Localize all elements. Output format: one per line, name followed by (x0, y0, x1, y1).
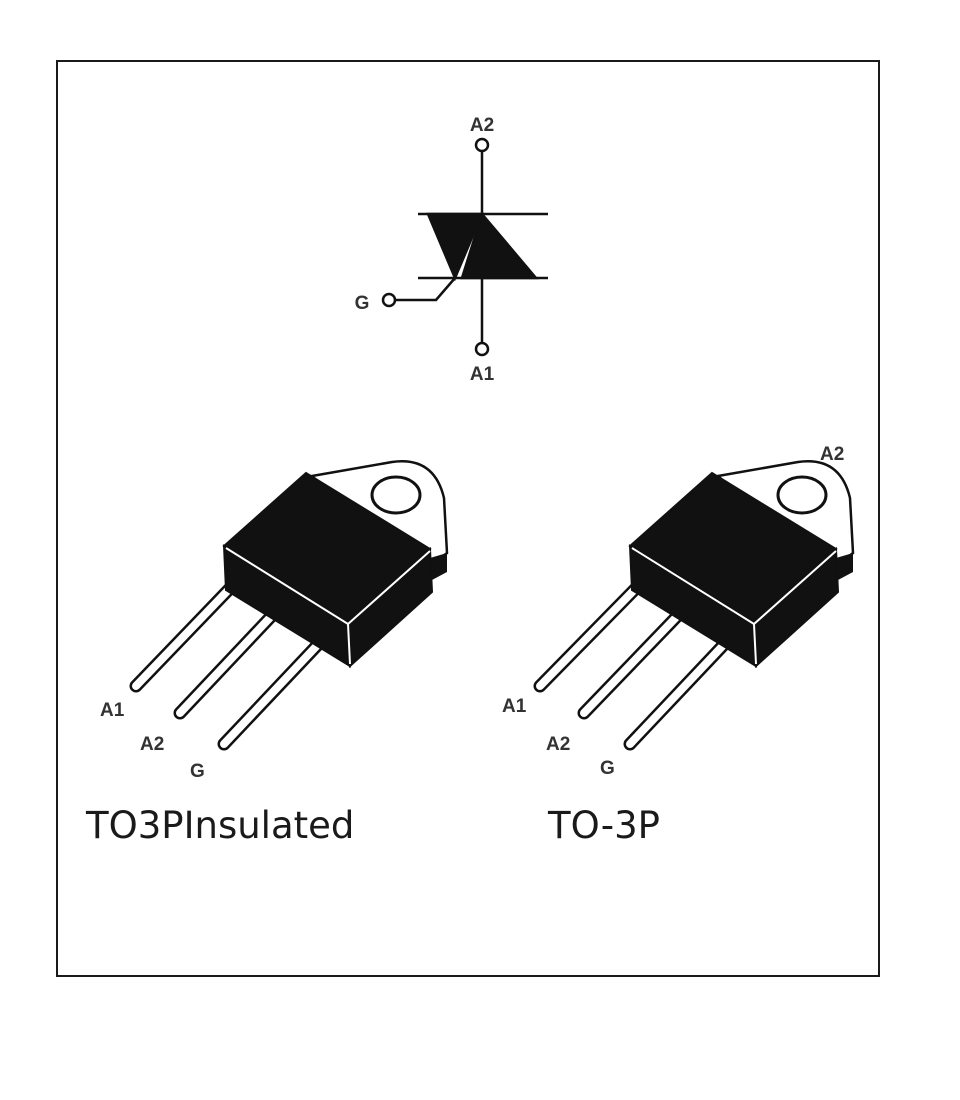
pkg2-pin-label-a1: A1 (502, 696, 527, 717)
symbol-label-a2: A2 (470, 115, 494, 136)
pkg2-pin-label-g: G (600, 758, 615, 779)
pkg1-pin-label-a1: A1 (100, 700, 125, 721)
gate-lead (395, 277, 456, 302)
pkg1-pin-label-a2: A2 (140, 734, 164, 755)
package-to-3p (533, 460, 855, 751)
triac-triangle-right (460, 211, 539, 280)
diagram-frame (56, 60, 880, 977)
package-to3p-insulated (129, 460, 449, 751)
mounting-hole (776, 475, 828, 515)
triac-symbol (381, 137, 548, 357)
package-name-to-3p: TO-3P (547, 804, 660, 847)
package-leads (533, 575, 739, 751)
pkg2-tab-label-a2: A2 (820, 444, 844, 465)
terminal-a2-pin (474, 137, 490, 153)
package-leads (129, 575, 333, 751)
mounting-hole (370, 475, 422, 515)
symbol-label-g: G (355, 293, 370, 314)
pkg2-pin-label-a2: A2 (546, 734, 570, 755)
terminal-a1-pin (474, 341, 490, 357)
terminal-g-pin (381, 292, 397, 308)
package-name-to3p-insulated: TO3PInsulated (85, 804, 354, 847)
symbol-label-a1: A1 (470, 364, 495, 385)
pkg1-pin-label-g: G (190, 761, 205, 782)
triac-triangle-left (426, 212, 484, 282)
